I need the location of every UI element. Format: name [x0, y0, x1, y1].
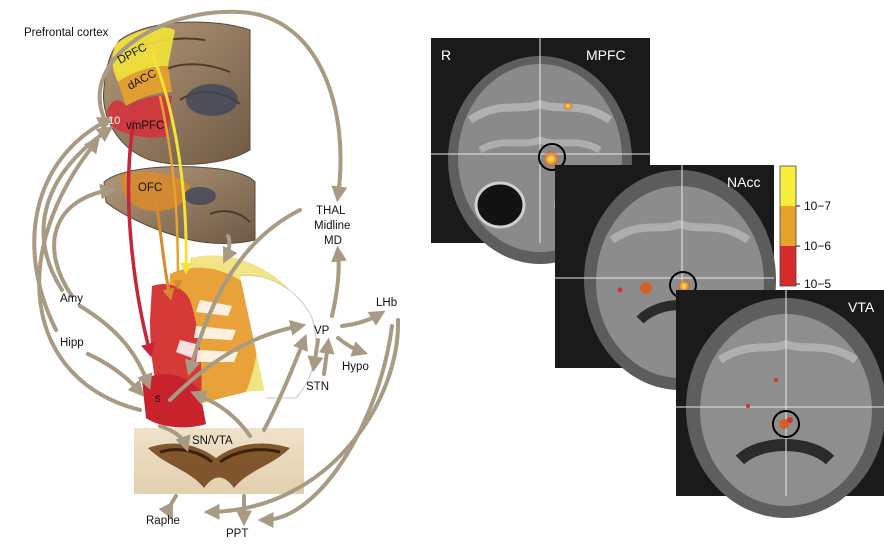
- vta-panel-title: VTA: [848, 299, 875, 315]
- fmri-panels: R MPFC NAcc: [431, 38, 884, 518]
- vta-panel: VTA: [676, 290, 884, 518]
- colorbar-tick-1e-6: 10−6: [804, 239, 831, 253]
- colorbar-red: [780, 246, 796, 286]
- hypo-label: Hypo: [342, 361, 369, 373]
- ventral-brain-image: [104, 167, 255, 244]
- mpfc-side-label: R: [441, 47, 451, 63]
- md-label: MD: [324, 235, 342, 247]
- thal-label: THAL: [316, 205, 346, 217]
- ofc-label: OFC: [138, 182, 162, 194]
- vmpfc-label: vmPFC: [126, 120, 164, 132]
- colorbar-yellow: [780, 166, 796, 206]
- ppt-label: PPT: [226, 528, 248, 540]
- lhb-label: LHb: [376, 297, 397, 309]
- circuit-diagram: Prefrontal cortex DPFC dACC 10 vmPFC OFC…: [24, 12, 398, 540]
- mpfc-panel-title: MPFC: [586, 47, 626, 63]
- colorbar-tick-1e-7: 10−7: [804, 199, 831, 213]
- colorbar: 10−7 10−6 10−5: [780, 166, 831, 291]
- colorbar-orange: [780, 206, 796, 246]
- amy-label: Amy: [60, 293, 83, 305]
- midline-label: Midline: [314, 220, 350, 232]
- raphe-label: Raphe: [146, 515, 180, 527]
- s-label: s: [155, 393, 161, 405]
- vp-label: VP: [314, 325, 330, 337]
- prefrontal-cortex-title: Prefrontal cortex: [24, 27, 109, 39]
- snvta-label: SN/VTA: [192, 435, 233, 447]
- hipp-label: Hipp: [60, 337, 84, 349]
- stn-label: STN: [306, 381, 329, 393]
- colorbar-tick-1e-5: 10−5: [804, 277, 831, 291]
- nacc-panel-title: NAcc: [727, 174, 760, 190]
- area10-label: 10: [108, 115, 120, 127]
